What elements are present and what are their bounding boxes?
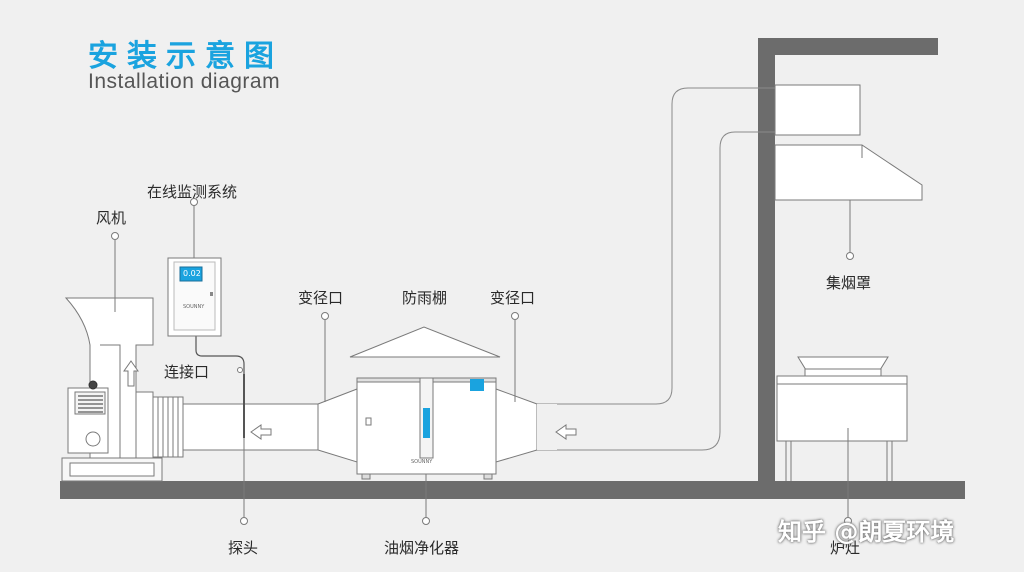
purifier-indicator [423, 408, 430, 438]
fan-marker [111, 232, 119, 240]
arrow-left-outlet [250, 424, 272, 440]
monitor-cable [195, 336, 245, 374]
monitor-marker [190, 198, 198, 206]
title-chinese: 安装示意图 [88, 39, 283, 74]
label-connector: 连接口 [164, 363, 210, 381]
oil-fume-purifier [349, 326, 501, 480]
arrow-up-fan [123, 360, 139, 387]
label-fan: 风机 [96, 209, 127, 227]
fan [61, 297, 163, 482]
monitor-screen [179, 266, 203, 282]
hood-marker [846, 252, 854, 260]
arrow-right-inlet [555, 424, 577, 440]
purifier-panel [470, 379, 484, 391]
label-reducer-right: 变径口 [490, 289, 536, 307]
purifier-marker [422, 517, 430, 525]
label-stove: 炉灶 [830, 539, 861, 557]
reducer-left-marker [321, 312, 329, 320]
label-monitor: 在线监测系统 [147, 183, 238, 201]
wall-top [758, 38, 938, 55]
label-probe: 探头 [228, 539, 259, 557]
smoke-hood [774, 84, 923, 201]
purifier-brand: SOUNNY [411, 459, 433, 465]
flex-connector [152, 396, 184, 458]
monitor-screen-readout: 0.02 [183, 269, 201, 278]
label-rain-shed: 防雨棚 [402, 289, 448, 307]
probe-marker [240, 517, 248, 525]
label-hood: 集烟罩 [826, 274, 872, 292]
label-reducer-left: 变径口 [298, 289, 344, 307]
main-duct [537, 87, 775, 451]
reducer-right-marker [511, 312, 519, 320]
stove [776, 356, 908, 481]
stove-marker [844, 517, 852, 525]
floor [60, 481, 965, 499]
online-monitoring-system [167, 257, 222, 337]
wall-vertical [758, 38, 775, 481]
watermark: 知乎 @朗夏环境 [778, 518, 955, 546]
title-english: Installation diagram [88, 70, 281, 93]
reducer-left [317, 388, 358, 463]
outlet-duct [182, 403, 319, 451]
reducer-right [495, 388, 557, 463]
monitor-brand: SOUNNY [183, 304, 205, 310]
label-purifier: 油烟净化器 [384, 539, 460, 557]
